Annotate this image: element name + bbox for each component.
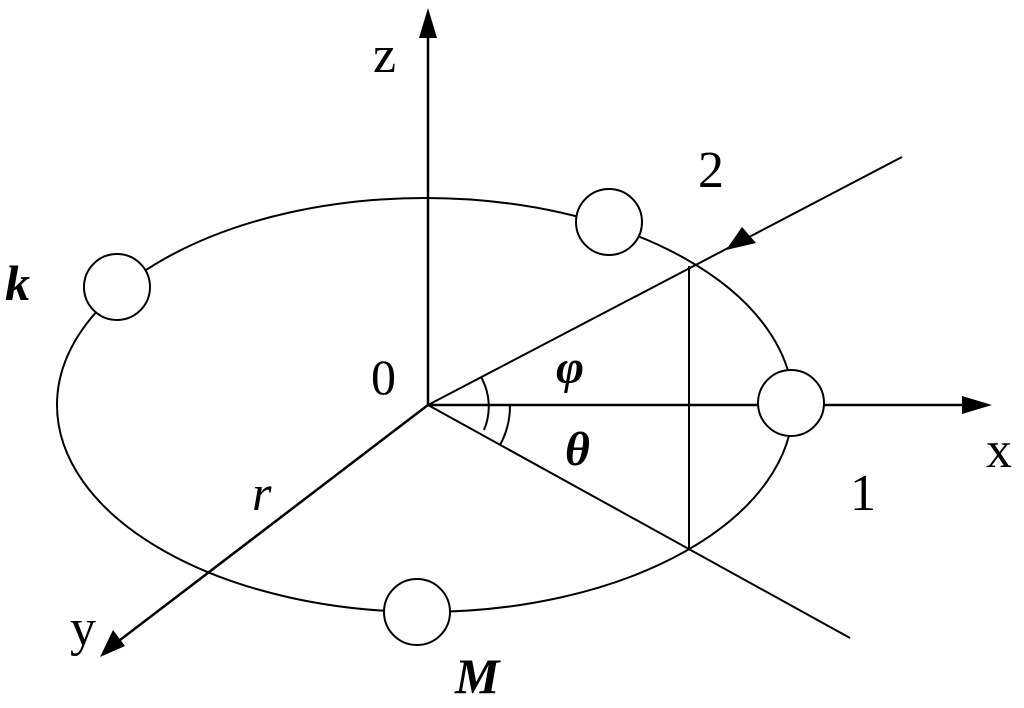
array-element-circle xyxy=(575,188,643,256)
signal-ray-line xyxy=(427,156,903,406)
x-axis-label: x xyxy=(986,422,1012,479)
y-axis-label: y xyxy=(70,600,96,657)
origin-label: 0 xyxy=(371,349,396,405)
z-axis-label: z xyxy=(373,27,396,84)
signal-ray-arrowhead xyxy=(726,227,756,250)
radius-label: r xyxy=(252,465,272,521)
theta-label: θ xyxy=(565,423,590,476)
array-element-circle xyxy=(83,253,151,321)
x-axis-arrowhead xyxy=(962,396,992,414)
array-element-circle xyxy=(383,578,451,646)
element-M-label: M xyxy=(454,648,501,704)
element-k-label: k xyxy=(5,255,30,311)
array-element-circle xyxy=(757,369,825,437)
projection-line xyxy=(427,404,851,639)
theta-angle-arc xyxy=(499,404,512,446)
y-axis-line xyxy=(119,404,429,641)
phi-angle-arc xyxy=(480,376,490,431)
ray-2-label: 2 xyxy=(698,142,724,199)
ray-1-label: 1 xyxy=(850,465,876,522)
y-axis-arrowhead xyxy=(100,630,125,657)
z-axis-arrowhead xyxy=(419,8,437,38)
phi-label: φ xyxy=(556,341,584,394)
